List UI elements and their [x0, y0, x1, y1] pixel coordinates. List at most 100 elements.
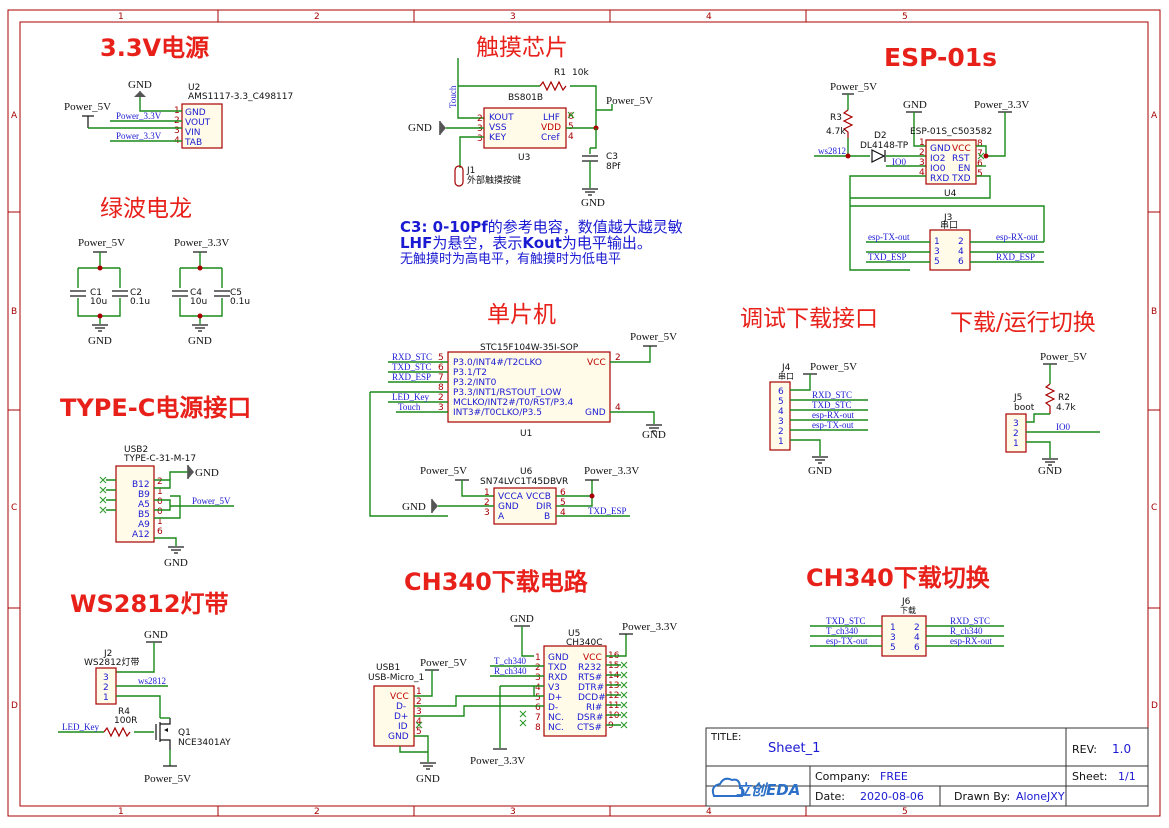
- j6-pin: 6: [914, 643, 920, 653]
- power5v-label: Power_5V: [144, 773, 191, 785]
- u4-pin-num: 5: [977, 169, 983, 179]
- u3-pin-num: 6: [568, 112, 574, 122]
- power5v-label: Power_5V: [420, 465, 467, 477]
- net-label: RXD_STC: [950, 616, 990, 626]
- note-level: 无触摸时为高电平，有触摸时为低电平: [400, 251, 621, 267]
- u1-pin: MCLKO/INT2#/T0/RST/P3.4: [453, 398, 574, 408]
- gnd-label: GND: [402, 501, 426, 513]
- net-label: RXD_ESP: [996, 252, 1035, 262]
- note-c3-text: 的参考电容，数值越大越灵敏: [488, 218, 683, 236]
- u6-pin: VCCB: [526, 492, 551, 502]
- gnd-label: GND: [416, 773, 440, 785]
- r1-ref: R1: [554, 68, 566, 78]
- c2-ref: C2: [130, 288, 142, 298]
- usb1-pin-num: 1: [416, 687, 422, 697]
- j3-pin: 2: [958, 237, 964, 247]
- col-number: 2: [314, 807, 320, 817]
- row-letter: D: [11, 701, 18, 711]
- c3-value: 8Pf: [606, 162, 621, 172]
- u3-pin-num: 4: [568, 132, 574, 142]
- u5-pin: DSR#: [577, 713, 603, 723]
- row-letter: A: [1151, 111, 1158, 121]
- title-typec: TYPE-C电源接口: [60, 394, 251, 422]
- u4-pin: RST: [952, 154, 970, 164]
- usb2-pin: B9: [138, 490, 150, 500]
- u5-pin-num: 8: [535, 723, 541, 733]
- net-label: Power_5V: [192, 496, 231, 506]
- u3-pin: VSS: [489, 123, 507, 133]
- gnd-symbol: [134, 91, 146, 97]
- r4-value: 100R: [114, 716, 137, 726]
- u5-pin: RI#: [586, 703, 602, 713]
- u6-pin: VCCA: [498, 492, 524, 502]
- r2-ref: R2: [1058, 393, 1070, 403]
- j4-pin: 6: [778, 387, 784, 397]
- u5-pin: R232: [578, 663, 601, 673]
- u1-pin: P3.0/INT4#/T2CLKO: [453, 358, 542, 368]
- power5v-label: Power_5V: [420, 657, 467, 669]
- u4-pin: EN: [958, 164, 970, 174]
- j2-ref: J2: [103, 649, 112, 659]
- gnd-label: GND: [903, 99, 927, 111]
- j3-pin: 6: [958, 257, 964, 267]
- j2-pin: 2: [103, 683, 109, 693]
- r2-value: 4.7k: [1056, 403, 1076, 413]
- u5-pin: NC.: [548, 723, 564, 733]
- u6-ref: U6: [520, 467, 533, 477]
- u5-pin: DTR#: [578, 683, 604, 693]
- cloud-icon: [711, 777, 745, 797]
- u1-vcc: VCC: [587, 358, 606, 368]
- usb2-pin-num: 0: [157, 497, 163, 507]
- u2-pin: VOUT: [185, 118, 211, 128]
- net-label: RXD_STC: [812, 390, 852, 400]
- net-label: ws2812: [138, 676, 166, 686]
- u5-pin-num: 12: [608, 691, 619, 701]
- net-label: T_ch340: [494, 656, 526, 666]
- net-label: Power_3.3V: [116, 111, 162, 121]
- u4-pin-num: 6: [977, 159, 983, 169]
- net-label: RXD_ESP: [392, 372, 431, 382]
- title-ch340-switch: CH340下载切换: [806, 564, 991, 592]
- u5-ref: U5: [568, 629, 580, 639]
- power33v-label: Power_3.3V: [174, 237, 229, 249]
- j6-desc: 下载: [900, 605, 916, 615]
- j3-serial-block: J3 串口 1 2 3 4 5 6 esp-TX-out TXD_ESP esp…: [850, 205, 1045, 271]
- u4-pin-num: 1: [919, 138, 925, 148]
- u5-pin-num: 4: [535, 683, 541, 693]
- usb2-pin-num: 6: [157, 527, 163, 537]
- j6-ref: J6: [901, 597, 911, 607]
- u1-pin: P3.1/T2: [453, 368, 487, 378]
- j4-pin: 3: [778, 417, 784, 427]
- c5-ref: C5: [230, 288, 242, 298]
- j3-desc: 串口: [940, 220, 958, 231]
- u5-pin-num: 15: [608, 661, 619, 671]
- title-touch-chip: 触摸芯片: [476, 35, 568, 61]
- r1-value: 10k: [572, 68, 589, 78]
- gnd-label: GND: [1038, 465, 1062, 477]
- sheet-label: Sheet:: [1072, 770, 1108, 783]
- u6-pin-num: 4: [560, 508, 566, 518]
- net-label: esp-RX-out: [996, 232, 1038, 242]
- power33v-label: Power_3.3V: [470, 755, 525, 767]
- touch-note: C3: 0-10Pf的参考电容，数值越大越灵敏 LHF为悬空，表示Kout为电平…: [400, 218, 683, 267]
- net-label: R_ch340: [494, 666, 527, 676]
- j2-pin: 3: [103, 673, 109, 683]
- j3-ref: J3: [943, 213, 952, 223]
- col-number: 1: [118, 807, 124, 817]
- drawn-value: AloneJXY: [1016, 790, 1065, 803]
- net-label: IO0: [892, 157, 906, 167]
- j4-pin: 5: [778, 397, 784, 407]
- u3-pin: Cref: [541, 133, 560, 143]
- col-number: 4: [706, 12, 712, 22]
- gnd-symbol: [188, 465, 194, 479]
- j4-pin: 1: [778, 437, 784, 447]
- j1-ref: J1: [466, 166, 475, 176]
- u5-pin: D-: [548, 703, 558, 713]
- u1-pin-num: 8: [438, 383, 444, 393]
- gnd-label: GND: [510, 613, 534, 625]
- u4-ref: U4: [944, 189, 957, 199]
- c1-value: 10u: [90, 297, 107, 307]
- d2-ref: D2: [874, 131, 887, 141]
- j2-pin: 1: [103, 693, 109, 703]
